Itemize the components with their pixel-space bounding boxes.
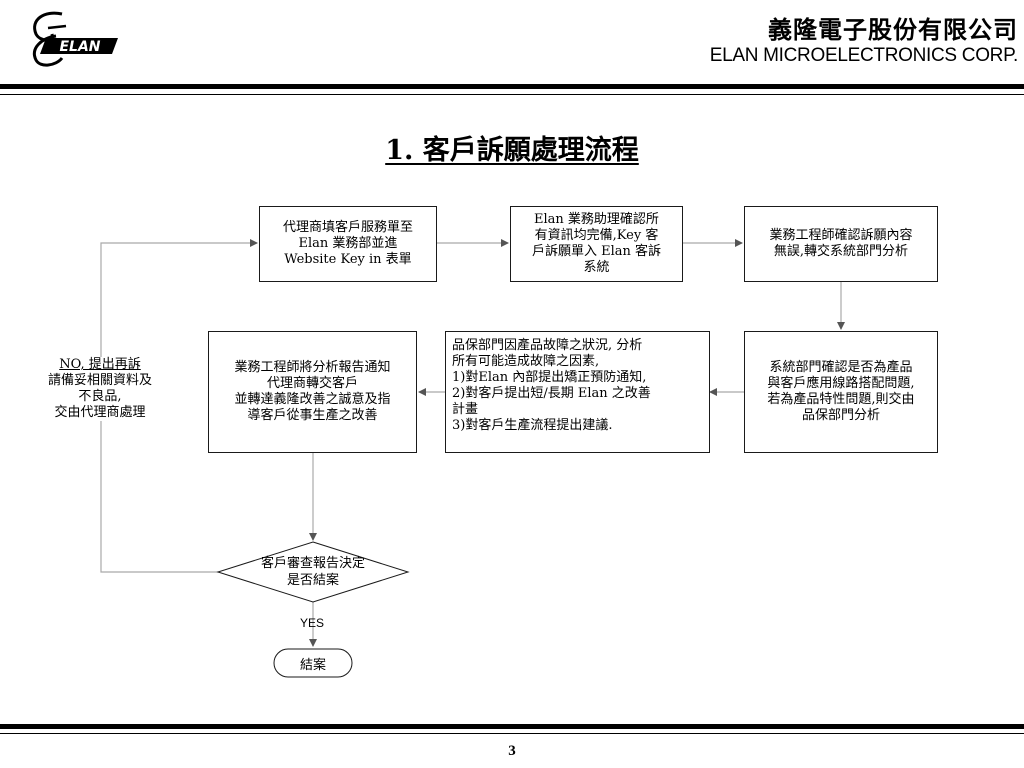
footer-rule-thick	[0, 724, 1024, 729]
slide-title: 1. 客戶訴願處理流程	[385, 135, 639, 166]
footer-rule-thin	[0, 733, 1024, 734]
process-box-4: 系統部門確認是否為產品 與客戶應用線路搭配問題, 若為產品特性問題,則交由 品保…	[744, 331, 938, 453]
elan-logo: ELAN	[22, 8, 122, 70]
no-label: NO, 提出再訴 請備妥相關資料及 不良品, 交由代理商處理	[30, 357, 170, 421]
company-name-cn: 義隆電子股份有限公司	[768, 16, 1018, 44]
no-label-head: NO, 提出再訴	[59, 357, 141, 372]
process-box-3: 業務工程師確認訴願內容 無誤,轉交系統部門分析	[744, 206, 938, 282]
logo-text: ELAN	[59, 39, 100, 55]
process-box-5: 品保部門因產品故障之狀況, 分析 所有可能造成故障之因素, 1)對Elan 內部…	[445, 331, 710, 453]
process-box-1: 代理商填客戶服務單至 Elan 業務部並進 Website Key in 表單	[259, 206, 437, 282]
end-terminal	[273, 648, 353, 678]
decision-text: 客戶審查報告決定 是否結案	[260, 556, 365, 588]
yes-label: YES	[299, 616, 324, 630]
decision-diamond	[216, 541, 410, 603]
no-label-body: 請備妥相關資料及 不良品, 交由代理商處理	[47, 373, 152, 420]
company-name-en: ELAN MICROELECTRONICS CORP.	[709, 45, 1019, 66]
header-rule-thick	[0, 84, 1024, 89]
process-box-6: 業務工程師將分析報告通知 代理商轉交客戶 並轉達義隆改善之誠意及指 導客戶從事生…	[208, 331, 417, 453]
page-number: 3	[508, 743, 516, 759]
header-rule-thin	[0, 94, 1024, 95]
end-text: 結案	[299, 657, 326, 673]
process-box-2: Elan 業務助理確認所 有資訊均完備,Key 客 戶訴願單入 Elan 客訴 …	[510, 206, 683, 282]
company-name: 義隆電子股份有限公司 ELAN MICROELECTRONICS CORP.	[709, 16, 1019, 68]
